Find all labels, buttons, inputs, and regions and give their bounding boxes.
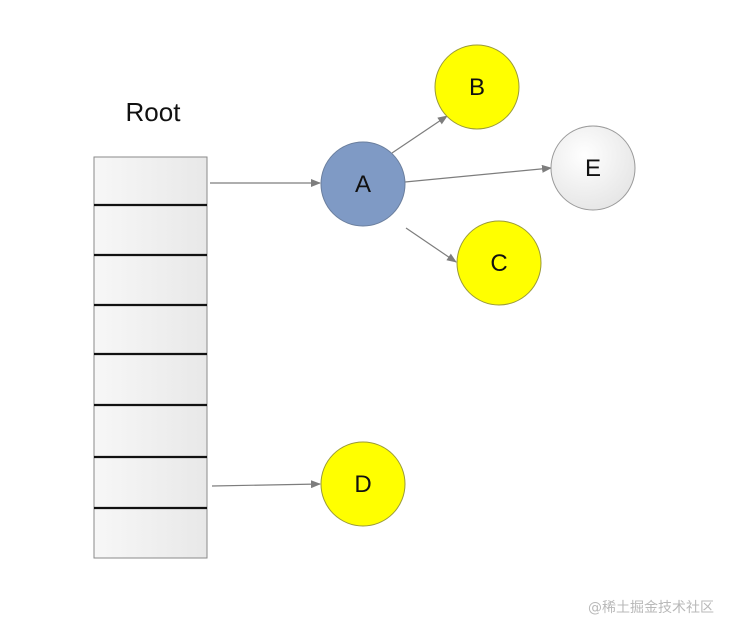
node-e-circle	[550, 125, 636, 211]
node-c-label: C	[490, 250, 507, 277]
node-e: E	[550, 125, 636, 211]
watermark: @稀土掘金技术社区	[588, 600, 714, 616]
root-stack	[93, 156, 208, 559]
node-a-label: A	[355, 171, 371, 198]
node-d-circle	[320, 441, 406, 527]
node-b: B	[434, 44, 520, 130]
root-label: Root	[126, 97, 182, 127]
edge-root-to-d	[211, 480, 321, 489]
node-c-circle	[456, 220, 542, 306]
edge-a-to-b	[391, 115, 448, 154]
node-b-circle	[434, 44, 520, 130]
edge-a-to-c	[405, 227, 457, 263]
node-d-label: D	[354, 471, 371, 498]
node-a: A	[320, 141, 406, 227]
edges	[210, 115, 552, 489]
node-c: C	[456, 220, 542, 306]
root-stack-frame	[93, 156, 208, 559]
edge-a-to-e	[404, 164, 552, 183]
node-d: D	[320, 441, 406, 527]
node-e-label: E	[585, 155, 601, 182]
node-b-label: B	[469, 74, 485, 101]
node-a-circle	[320, 141, 406, 227]
